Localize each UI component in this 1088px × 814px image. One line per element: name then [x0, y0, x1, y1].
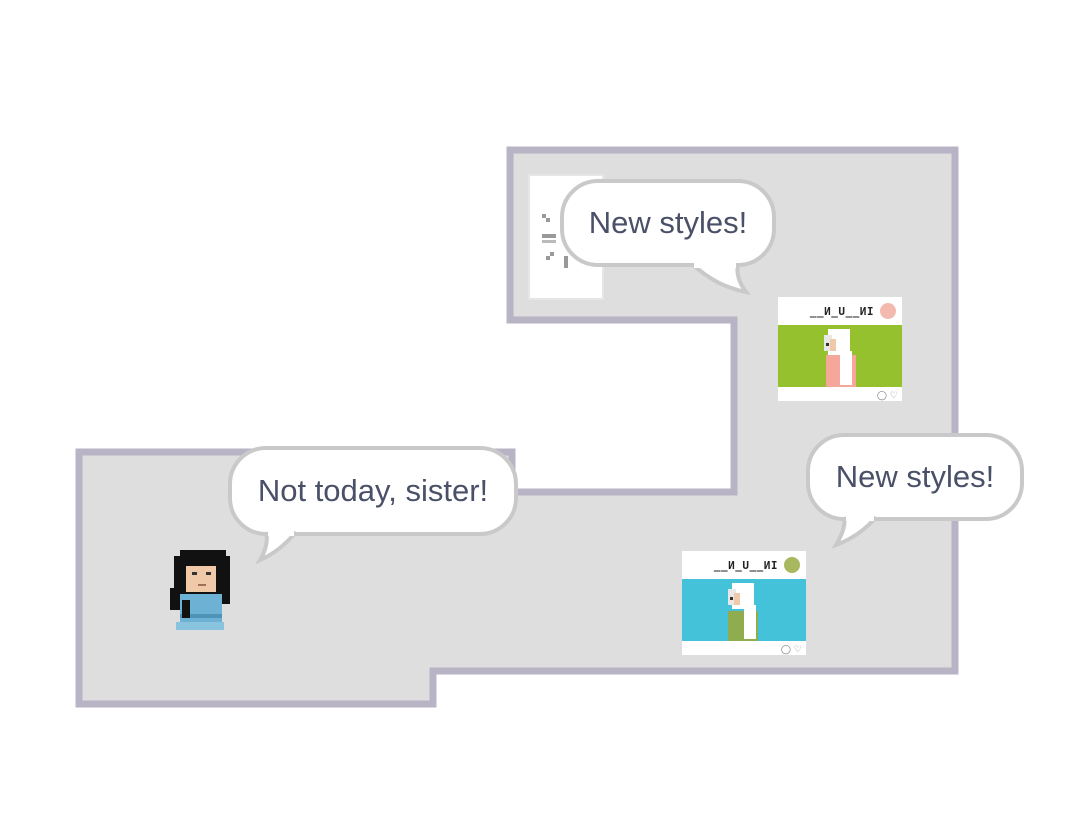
character-portrait-icon — [824, 329, 856, 387]
post-actions: ◯ ♡ — [877, 390, 898, 400]
speech-bubble-text: New styles! — [588, 205, 748, 240]
post-header: __И_U__ИI — [682, 551, 806, 579]
speech-bubble-left: Not today, sister! — [228, 446, 518, 536]
speech-bubble-text: New styles! — [835, 459, 995, 494]
post-photo — [778, 325, 902, 387]
speech-bubble-tail — [690, 262, 751, 295]
avatar — [784, 557, 800, 573]
style-post-card[interactable]: __И_U__ИI ◯ ♡ — [778, 297, 902, 401]
comment-icon[interactable]: ◯ — [780, 644, 791, 654]
post-username: __И_U__ИI — [809, 304, 874, 318]
character-portrait-icon — [728, 583, 758, 641]
player-avatar[interactable] — [168, 548, 234, 632]
speech-bubble-text: Not today, sister! — [257, 473, 489, 508]
post-actions: ◯ ♡ — [781, 644, 802, 654]
post-username: __И_U__ИI — [713, 558, 778, 572]
comment-icon[interactable]: ◯ — [876, 390, 887, 400]
speech-bubble-tail — [831, 515, 878, 549]
speech-bubble-top: New styles! — [560, 179, 776, 267]
post-photo — [682, 579, 806, 641]
speech-bubble-tail — [255, 530, 298, 565]
avatar — [880, 303, 896, 319]
heart-icon[interactable]: ♡ — [889, 390, 898, 400]
heart-icon[interactable]: ♡ — [793, 644, 802, 654]
post-header: __И_U__ИI — [778, 297, 902, 325]
style-post-card[interactable]: __И_U__ИI ◯ ♡ — [682, 551, 806, 655]
exit-arrow-icon — [542, 214, 568, 268]
speech-bubble-right: New styles! — [806, 433, 1024, 521]
